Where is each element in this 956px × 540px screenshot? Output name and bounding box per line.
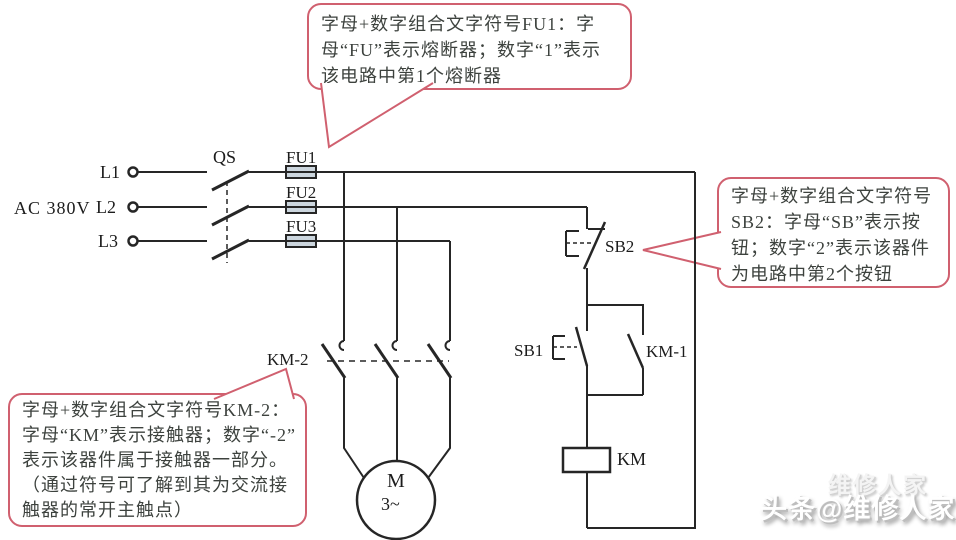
callout-km2: 字母+数字组合文字符号KM-2： 字母“KM”表示接触器；数字“-2” 表示该器… (8, 393, 307, 527)
fu2-label: FU2 (286, 183, 317, 202)
km-coil-label: KM (617, 449, 647, 469)
callout-sb2-line3: 钮；数字“2”表示该器件 (731, 238, 930, 258)
sb2-contact-blade (582, 221, 607, 270)
callout-sb2-line2: SB2：字母“SB”表示按 (731, 212, 922, 232)
km-coil-symbol (561, 446, 612, 474)
control-circuit (552, 172, 696, 529)
km2-contact-hook-1 (338, 340, 345, 351)
terminal-l1 (127, 166, 139, 178)
control-return-wire (587, 172, 696, 529)
qs-switch-label: QS (213, 147, 237, 167)
callout-km2-line5: 触器的常开主触点） (22, 500, 193, 520)
qs-blade-2 (211, 204, 250, 227)
phase-l1-label: L1 (100, 162, 120, 182)
km1-contact-label: KM-1 (646, 342, 688, 361)
callout-km2-line2: 字母“KM”表示接触器；数字“-2” (22, 425, 296, 445)
km2-contact-blade-1 (320, 343, 347, 379)
callout-km2-line3: 表示该器件属于接触器一部分。 (22, 450, 288, 470)
power-circuit (127, 165, 695, 540)
km2-contact-hook-2 (391, 340, 398, 351)
km1-branch-top (587, 304, 644, 335)
callout-km2-line4: （通过符号可了解到其为交流接 (22, 475, 288, 495)
phase-l2-label: L2 (96, 197, 116, 217)
motor-type-label: 3~ (381, 494, 400, 514)
sb1-button-label: SB1 (514, 341, 544, 360)
km2-contact-label: KM-2 (267, 350, 309, 369)
callout-fu1-line1: 字母+数字组合文字符号FU1：字 (321, 14, 596, 34)
callout-fu1: 字母+数字组合文字符号FU1：字 母“FU”表示熔断器；数字“1”表示 该电路中… (307, 3, 632, 90)
phase-l3-label: L3 (98, 231, 118, 251)
wire-motor-3 (427, 378, 451, 479)
motor-circle (355, 459, 437, 540)
km2-contact-hook-3 (444, 340, 451, 351)
wire-motor-1 (343, 378, 365, 479)
watermark: 头条@维修人家 (760, 494, 956, 524)
terminal-l2 (127, 201, 139, 213)
qs-blade-3 (211, 238, 250, 261)
callout-fu1-line3: 该电路中第1个熔断器 (321, 66, 502, 86)
callout-km2-line1: 字母+数字组合文字符号KM-2： (22, 400, 291, 420)
callout-sb2-line4: 为电路中第2个按钮 (731, 264, 893, 284)
watermark-ghost: 维修人家 (828, 472, 928, 498)
callout-sb2: 字母+数字组合文字符号 SB2：字母“SB”表示按 钮；数字“2”表示该器件 为… (717, 177, 950, 288)
fu1-label: FU1 (286, 148, 317, 167)
sb1-contact-blade (574, 326, 589, 367)
source-voltage-label: AC 380V (14, 198, 91, 218)
km1-contact-blade (626, 333, 645, 369)
callout-sb2-line1: 字母+数字组合文字符号 (731, 186, 933, 206)
terminal-l3 (127, 235, 139, 247)
qs-blade-1 (211, 169, 250, 192)
motor-label: M (387, 470, 405, 492)
sb2-button-label: SB2 (605, 237, 635, 256)
callout-fu1-line2: 母“FU”表示熔断器；数字“1”表示 (321, 40, 601, 60)
fu3-label: FU3 (286, 217, 317, 236)
